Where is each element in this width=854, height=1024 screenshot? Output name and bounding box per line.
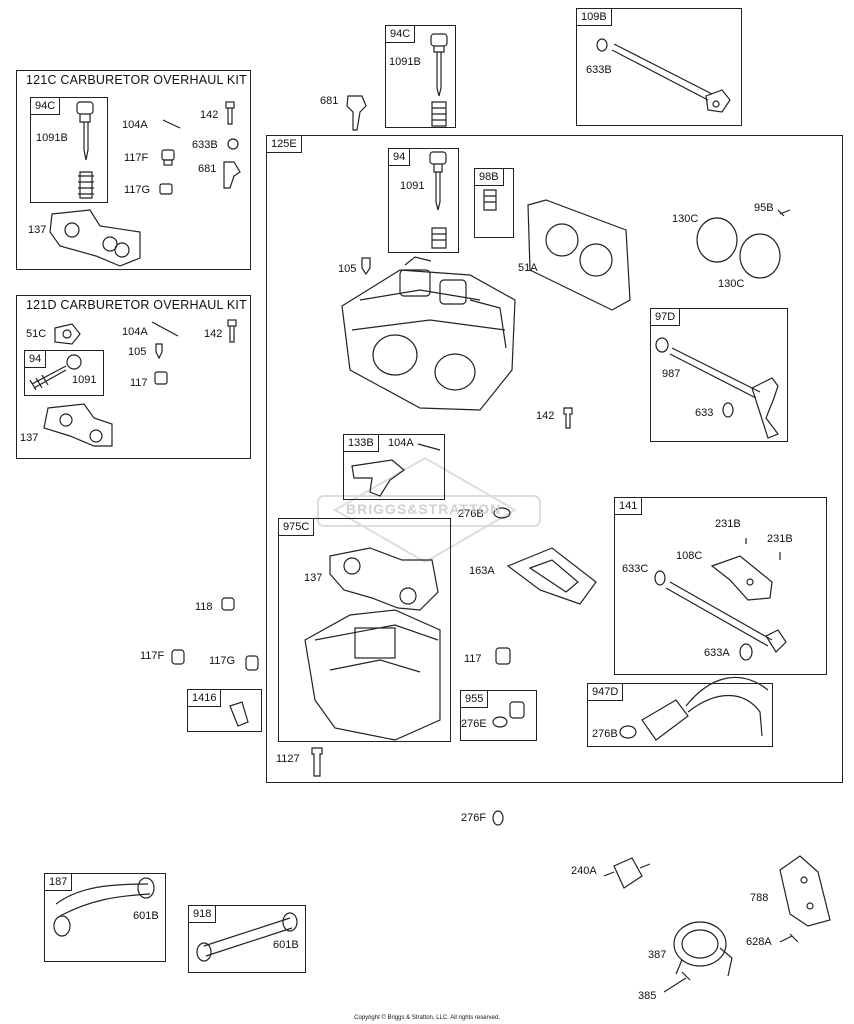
part-label[interactable]: 105	[338, 263, 357, 275]
part-label[interactable]: 276B	[592, 728, 618, 740]
part-label[interactable]: 633B	[586, 64, 612, 76]
part-label[interactable]: 276B	[458, 508, 484, 520]
part-label[interactable]: 231B	[715, 518, 741, 530]
part-label[interactable]: 1091	[400, 180, 425, 192]
part-label[interactable]: 51A	[518, 262, 538, 274]
part-label[interactable]: 601B	[273, 939, 299, 951]
tag-133b: 133B	[343, 434, 379, 452]
part-label[interactable]: 142	[204, 328, 223, 340]
part-label[interactable]: 628A	[746, 936, 772, 948]
box-975c	[278, 518, 451, 742]
part-label[interactable]: 137	[20, 432, 39, 444]
kit-121d-sub-box	[24, 350, 104, 396]
tag-98b: 98B	[474, 168, 504, 186]
part-label[interactable]: 104A	[122, 326, 148, 338]
kit-121d-box	[16, 295, 251, 459]
part-label[interactable]: 276E	[461, 718, 487, 730]
part-label[interactable]: 137	[304, 572, 323, 584]
kit-121c-sub-box	[30, 97, 108, 203]
part-label[interactable]: 788	[750, 892, 769, 904]
tag-955: 955	[460, 690, 489, 708]
part-label[interactable]: 104A	[122, 119, 148, 131]
tag-141: 141	[614, 497, 643, 515]
box-109b	[576, 8, 742, 126]
kit-121d-title: 121D CARBURETOR OVERHAUL KIT	[26, 298, 247, 312]
part-label[interactable]: 633C	[622, 563, 649, 575]
tag-918: 918	[188, 905, 217, 923]
box-955	[460, 690, 537, 741]
part-label[interactable]: 104A	[388, 437, 414, 449]
part-label[interactable]: 117F	[124, 152, 149, 164]
copyright-notice: Copyright © Briggs & Stratton, LLC. All …	[354, 1015, 500, 1021]
part-label[interactable]: 276F	[461, 812, 487, 824]
tag-947d: 947D	[587, 683, 624, 701]
part-label[interactable]: 108C	[676, 550, 703, 562]
sensor-681-drawing	[223, 161, 241, 189]
kit-121c-box	[16, 70, 251, 270]
part-label[interactable]: 1091	[72, 374, 97, 386]
part-label[interactable]: 118	[195, 601, 213, 613]
tag-109b: 109B	[576, 8, 612, 26]
part-label[interactable]: 1091B	[389, 56, 421, 68]
part-label[interactable]: 633B	[192, 139, 218, 151]
tag-97d: 97D	[650, 308, 681, 326]
tag-125e: 125E	[266, 135, 302, 153]
part-label[interactable]: 987	[662, 368, 681, 380]
box-94	[388, 148, 459, 253]
part-label[interactable]: 1127	[276, 753, 300, 765]
kit-121c-title: 121C CARBURETOR OVERHAUL KIT	[26, 73, 247, 87]
box-125e	[266, 135, 843, 783]
part-label[interactable]: 681	[320, 95, 339, 107]
part-label[interactable]: 633	[695, 407, 714, 419]
part-label[interactable]: 385	[638, 990, 657, 1002]
needle-94-drawing	[29, 354, 82, 391]
part-label[interactable]: 601B	[133, 910, 159, 922]
part-label[interactable]: 95B	[754, 202, 774, 214]
tag-1416: 1416	[187, 689, 222, 707]
box-947d	[587, 683, 773, 747]
tag-975c: 975C	[278, 518, 315, 536]
box-187	[44, 873, 166, 962]
watermark-logo	[317, 456, 541, 564]
part-label[interactable]: 142	[536, 410, 555, 422]
part-label[interactable]: 117	[464, 653, 482, 665]
box-918	[188, 905, 306, 973]
box-1416	[187, 689, 262, 732]
part-label[interactable]: 163A	[469, 565, 495, 577]
part-label[interactable]: 231B	[767, 533, 793, 545]
part-label[interactable]: 137	[28, 224, 47, 236]
watermark-text: BRIGGS&STRATTON	[346, 501, 502, 517]
part-label[interactable]: 240A	[571, 865, 597, 877]
part-label[interactable]: 105	[128, 346, 147, 358]
tag-187: 187	[44, 873, 73, 891]
box-141	[614, 497, 827, 675]
part-label[interactable]: 387	[648, 949, 667, 961]
part-label[interactable]: 681	[198, 163, 217, 175]
part-label[interactable]: 117	[130, 377, 148, 389]
part-label[interactable]: 117G	[124, 184, 151, 196]
fitting-117g-drawing	[159, 183, 173, 195]
part-label[interactable]: 633A	[704, 647, 730, 659]
needle-valve-drawing	[76, 101, 94, 199]
part-label[interactable]: 142	[200, 109, 219, 121]
box-94c-top	[385, 25, 456, 128]
tag-94c-top: 94C	[385, 25, 416, 43]
part-label[interactable]: 51C	[26, 328, 47, 340]
part-label[interactable]: 130C	[718, 278, 745, 290]
screw-142-drawing	[225, 101, 235, 125]
carburetor-body-drawing	[341, 256, 516, 411]
part-label[interactable]: 117F	[140, 650, 165, 662]
part-label[interactable]: 117G	[209, 655, 236, 667]
box-97d	[650, 308, 788, 442]
part-label[interactable]: 130C	[672, 213, 699, 225]
gasket-137-drawing	[49, 209, 141, 267]
box-133b	[343, 434, 445, 500]
part-label[interactable]: 1091B	[36, 132, 68, 144]
kit-121d-sub-tag: 94	[24, 350, 47, 368]
fitting-117f-drawing	[161, 149, 175, 166]
kit-121c-sub-tag: 94C	[30, 97, 61, 115]
tag-94: 94	[388, 148, 411, 166]
